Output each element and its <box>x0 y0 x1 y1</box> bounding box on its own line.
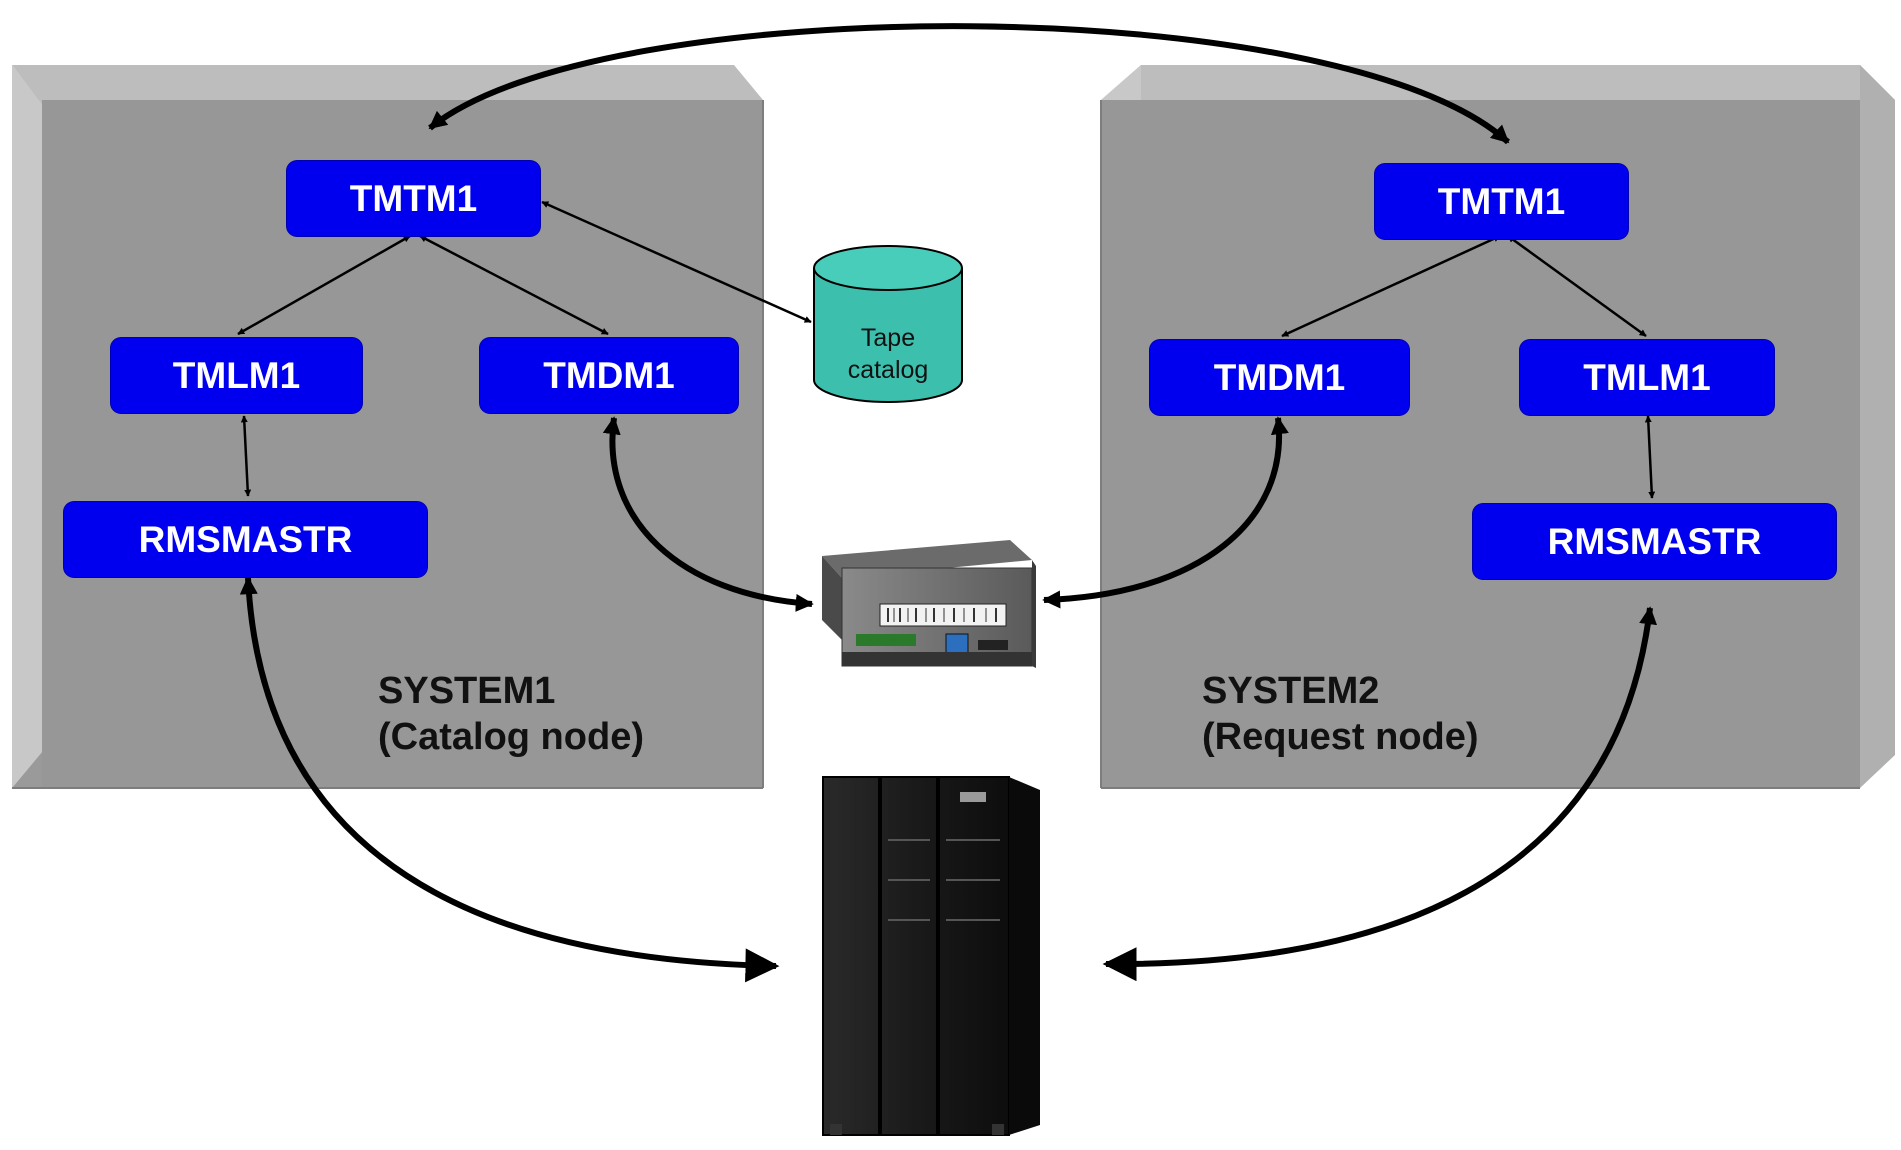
s1-tmdm1-node: TMDM1 <box>480 338 738 413</box>
arrow-s1-tmtm-tmdm <box>419 234 609 336</box>
arrow-s1-tmtm-tmlm <box>237 234 411 336</box>
system2-label: SYSTEM2 (Request node) <box>1202 668 1479 760</box>
system2-name: SYSTEM2 <box>1202 670 1380 712</box>
system2-role: (Request node) <box>1202 716 1479 758</box>
tape-catalog-line1: Tape <box>860 324 916 352</box>
s2-tmtm1-node: TMTM1 <box>1375 164 1628 239</box>
arrow-s1-tmlm-rmsmastr <box>240 415 252 497</box>
system1-label: SYSTEM1 (Catalog node) <box>378 668 644 760</box>
s1-rmsmastr-node: RMSMASTR <box>64 502 427 577</box>
arrow-s2-tmdm-tapedrive <box>1042 416 1289 609</box>
system1-role: (Catalog node) <box>378 716 644 758</box>
arrow-s2-rmsmastr-server <box>1102 606 1658 982</box>
tape-catalog-label: Tape catalog <box>814 322 962 386</box>
arrow-s1-rmsmastr-server <box>239 576 780 983</box>
s2-tmlm1-node: TMLM1 <box>1520 340 1774 415</box>
s2-tmdm1-node: TMDM1 <box>1150 340 1409 415</box>
tape-drive-icon <box>822 540 1036 668</box>
tape-catalog-cylinder-icon <box>813 245 963 403</box>
arrow-tmtm1-to-tmtm1 <box>428 23 1511 145</box>
arrow-s2-tmtm-tmdm <box>1281 234 1501 338</box>
server-rack-icon <box>822 776 1040 1136</box>
arrow-s2-tmlm-rmsmastr <box>1644 415 1656 499</box>
arrow-s2-tmtm-tmlm <box>1507 234 1647 338</box>
s1-tmlm1-node: TMLM1 <box>111 338 362 413</box>
s2-rmsmastr-node: RMSMASTR <box>1473 504 1836 579</box>
s1-tmtm1-node: TMTM1 <box>287 161 540 236</box>
tape-catalog-line2: catalog <box>847 356 929 384</box>
arrow-s1-tmtm-catalog <box>541 200 812 324</box>
system1-name: SYSTEM1 <box>378 670 556 712</box>
